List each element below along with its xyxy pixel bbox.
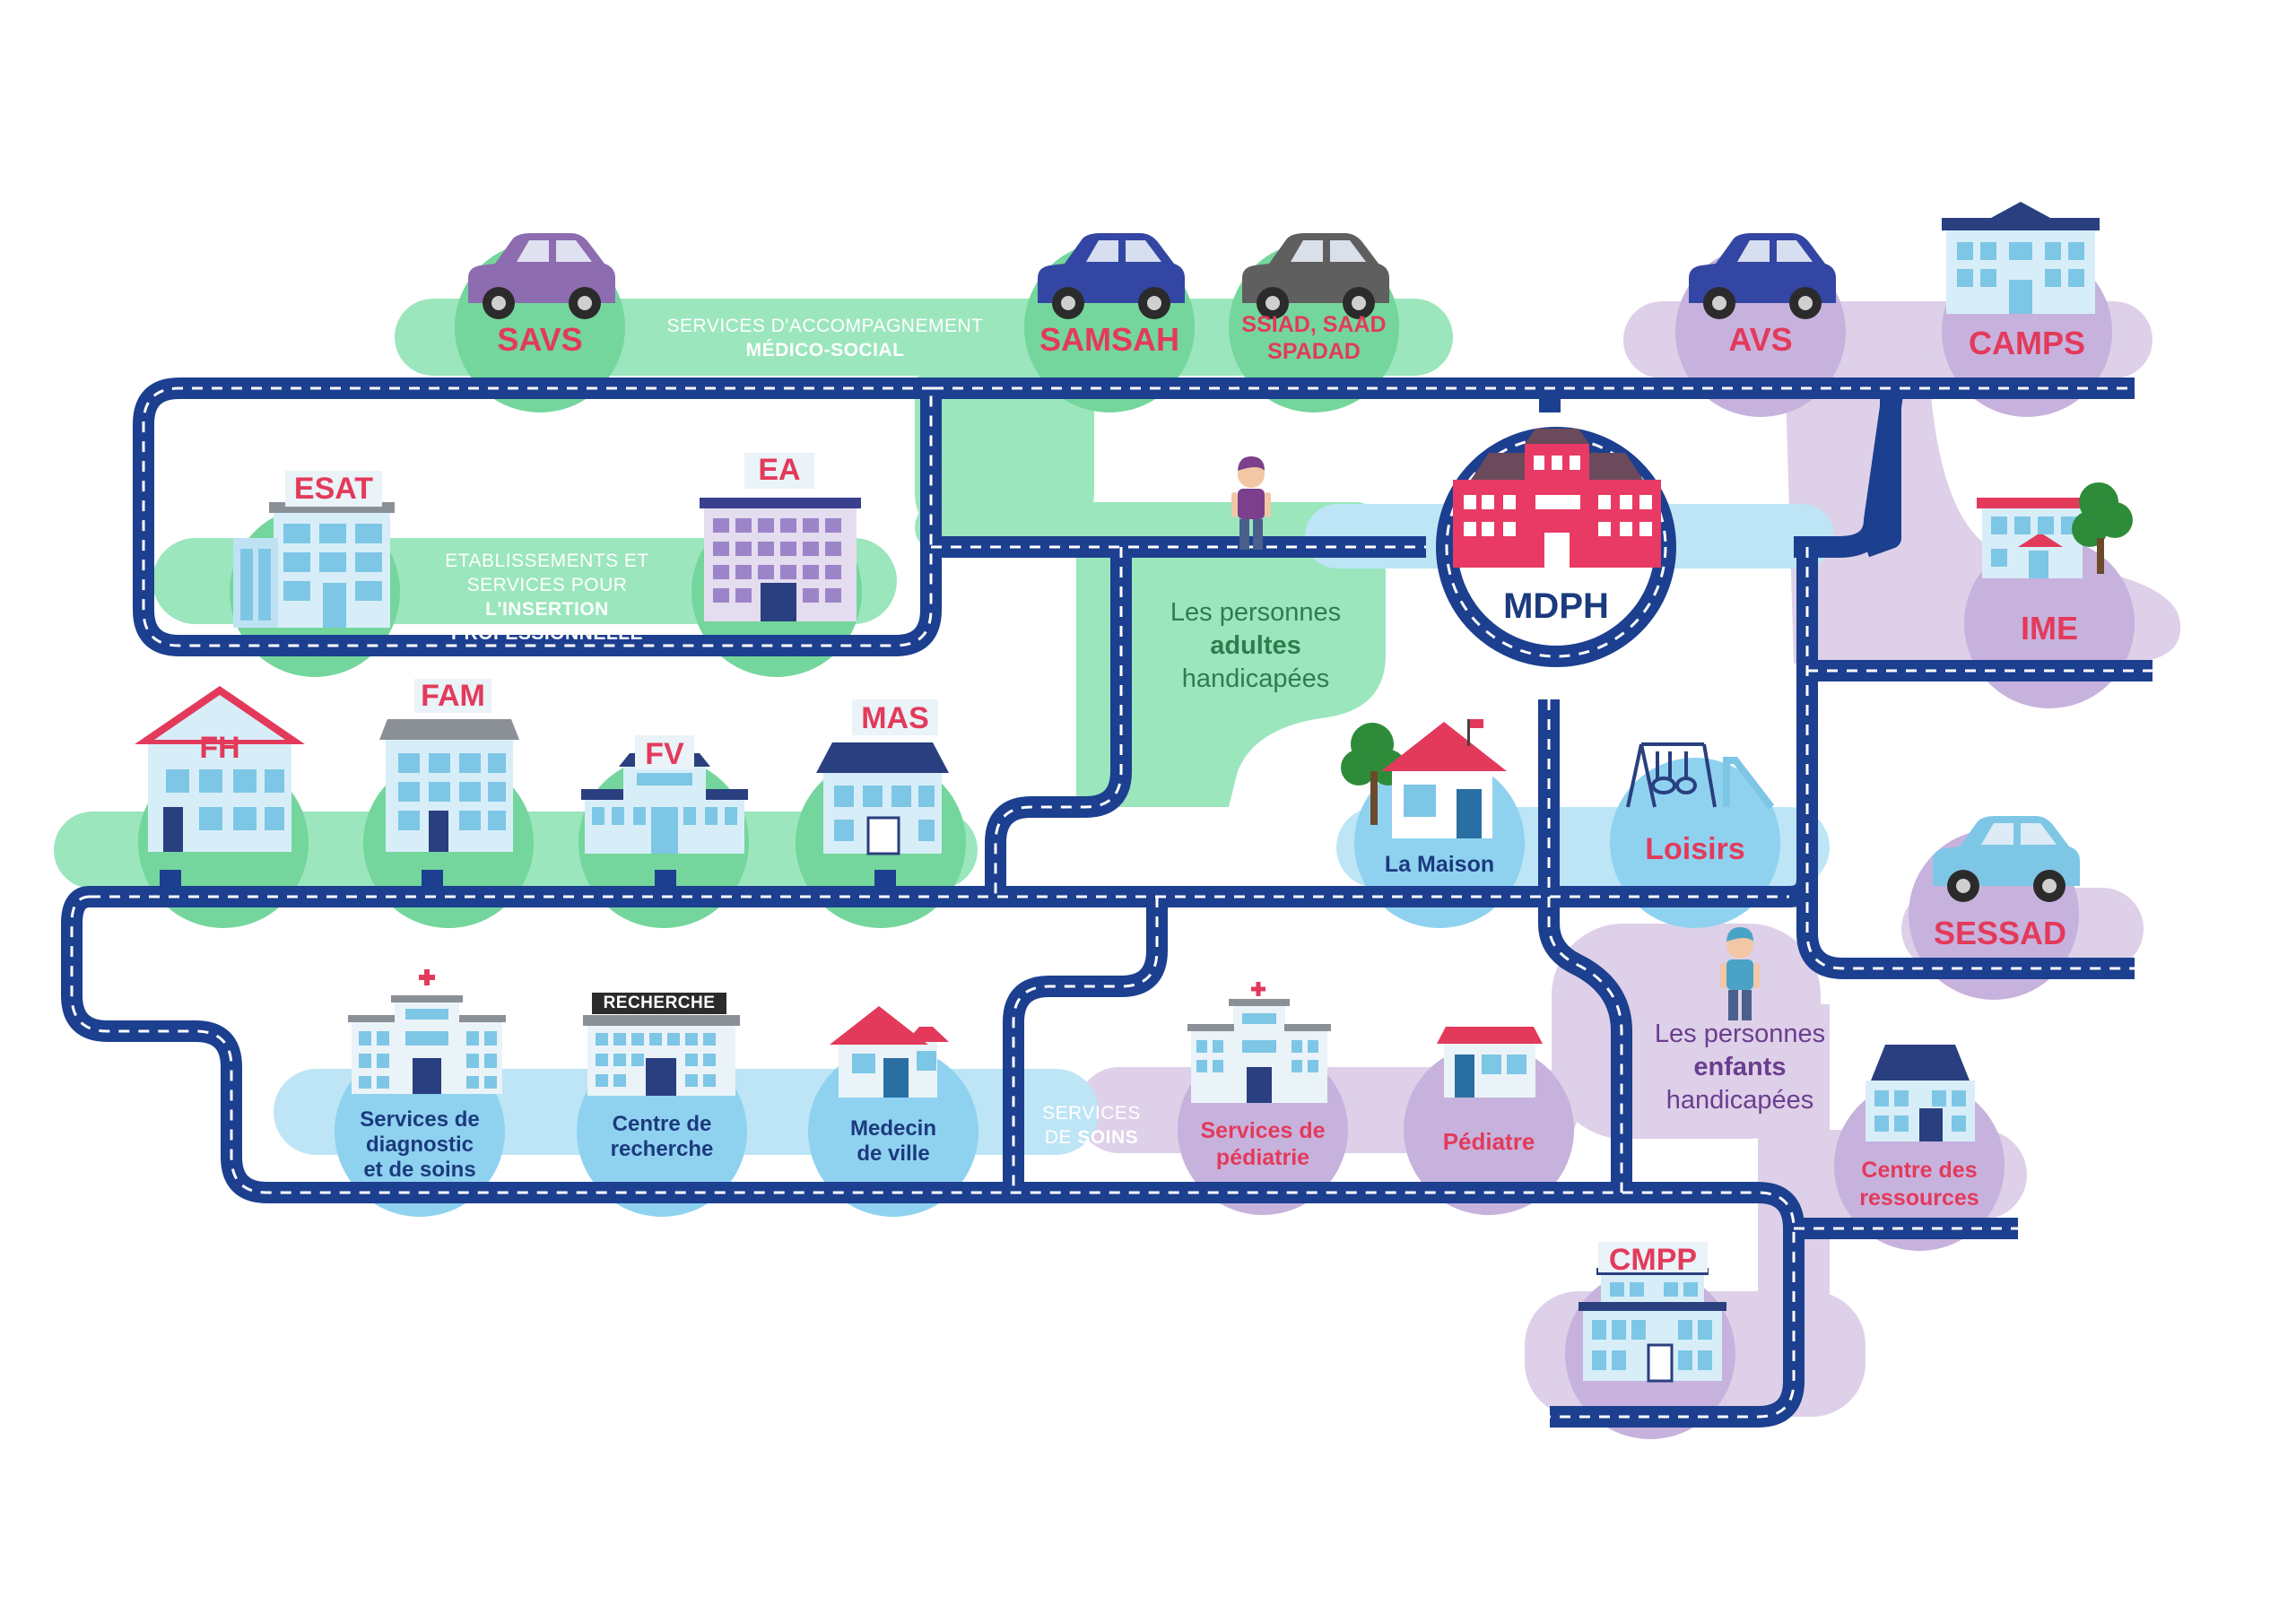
pediatre-building-icon xyxy=(1437,1027,1543,1098)
zone-caption-accompagnement: SERVICES D'ACCOMPAGNEMENT MÉDICO-SOCIAL xyxy=(655,314,996,362)
label-medecin-line1: Medecin xyxy=(849,1116,937,1141)
label-medecin-line2: de ville xyxy=(857,1141,930,1166)
ea-building-icon xyxy=(700,453,861,621)
zone-insertion-line1: ETABLISSEMENTS ET xyxy=(445,551,649,571)
zone-insertion-line2-pre: SERVICES POUR xyxy=(466,575,628,595)
label-recherche-line2: recherche xyxy=(610,1137,714,1161)
adults-line2: adultes xyxy=(1210,631,1301,660)
zone-insertion-line3: PROFESSIONNELLE xyxy=(450,623,644,644)
recherche-building-icon xyxy=(583,993,740,1096)
label-recherche-line1: Centre de xyxy=(612,1112,712,1136)
label-diag-line2: diagnostic xyxy=(365,1133,474,1157)
zone-insertion-line2-bold: L'INSERTION xyxy=(485,599,609,620)
zone-accueil-line1-bold: D'ACCUEIL xyxy=(1220,834,1326,855)
mdph-hub xyxy=(1436,427,1676,667)
label-ressources-line2: ressources xyxy=(1859,1185,1979,1211)
zone-soins-line1: SERVICES xyxy=(1042,1103,1141,1124)
label-samsah: SAMSAH xyxy=(1039,321,1179,358)
ressources-building-icon xyxy=(1866,1045,1975,1141)
label-ea: EA xyxy=(758,453,801,487)
esat-building-icon xyxy=(233,471,395,628)
label-mas: MAS xyxy=(861,701,929,735)
label-ressources-line1: Centre des xyxy=(1861,1158,1978,1183)
label-diag-line1: Services de xyxy=(360,1107,480,1132)
mdph-building-icon xyxy=(1453,429,1661,568)
label-savs: SAVS xyxy=(497,321,583,358)
zone-caption-accueil: ETABLISSEMENTS D'ACCUEIL ET D'HÉBERGEMEN… xyxy=(1031,832,1336,881)
ime-building-icon xyxy=(1977,482,2133,578)
loisirs-swing-icon xyxy=(1626,742,1775,810)
label-pediatrie-line2: pédiatrie xyxy=(1215,1145,1310,1170)
children-line2: enfants xyxy=(1693,1053,1787,1081)
label-recherche-sign: RECHERCHE xyxy=(603,994,716,1012)
children-line1: Les personnes xyxy=(1654,1020,1826,1048)
label-camps: CAMPS xyxy=(1968,325,2085,361)
zone-accueil-line2: ET D'HÉBERGEMENT xyxy=(1083,858,1285,879)
zone-soins-line2-bold: SOINS xyxy=(1077,1127,1139,1148)
label-fv: FV xyxy=(645,737,684,771)
zone-caption-soins: SERVICES DE SOINS xyxy=(1033,1101,1150,1150)
adults-caption: Les personnes adultes handicapées xyxy=(1148,596,1363,696)
mas-building-icon xyxy=(816,699,949,855)
camps-building-icon xyxy=(1942,202,2100,314)
label-ssiad-line2: SPADAD xyxy=(1267,339,1361,364)
label-esat: ESAT xyxy=(293,472,374,506)
children-line3: handicapées xyxy=(1665,1086,1814,1115)
cmpp-building-icon xyxy=(1578,1242,1726,1383)
label-mdph: MDPH xyxy=(1503,586,1609,626)
label-loisirs: Loisirs xyxy=(1645,832,1745,866)
fh-building-icon xyxy=(135,686,305,852)
label-avs: AVS xyxy=(1728,321,1793,358)
zone-caption-insertion: ETABLISSEMENTS ET SERVICES POUR L'INSERT… xyxy=(404,549,691,646)
adults-line3: handicapées xyxy=(1181,664,1330,693)
label-cmpp: CMPP xyxy=(1608,1243,1698,1277)
zone-accompagnement-line2: MÉDICO-SOCIAL xyxy=(745,340,905,360)
zone-soins-line2-pre: DE xyxy=(1044,1127,1078,1148)
label-la-maison: La Maison xyxy=(1384,852,1495,877)
diagnostic-hospital-icon xyxy=(348,967,506,1094)
label-sessad: SESSAD xyxy=(1933,915,2067,951)
adults-line1: Les personnes xyxy=(1170,598,1342,627)
pediatrie-hospital-icon xyxy=(1187,979,1331,1103)
label-ime: IME xyxy=(2020,610,2078,647)
medecin-house-icon xyxy=(830,1006,949,1098)
zone-accueil-line1-pre: ETABLISSEMENTS xyxy=(1041,834,1221,855)
fam-building-icon xyxy=(379,679,519,852)
label-pediatre: Pédiatre xyxy=(1442,1128,1535,1155)
label-diag-line3: et de soins xyxy=(363,1158,476,1182)
children-caption: Les personnes enfants handicapées xyxy=(1628,1018,1852,1117)
tree-icon xyxy=(2072,482,2133,574)
la-maison-house-icon xyxy=(1341,719,1507,838)
label-fh: FH xyxy=(199,731,240,765)
label-ssiad-line1: SSIAD, SAAD xyxy=(1241,312,1387,337)
zone-accompagnement-line1: SERVICES D'ACCOMPAGNEMENT xyxy=(666,316,984,336)
roads xyxy=(61,378,2152,1428)
label-fam: FAM xyxy=(421,679,485,713)
fv-building-icon xyxy=(581,735,748,854)
label-pediatrie-line1: Services de xyxy=(1200,1118,1326,1143)
